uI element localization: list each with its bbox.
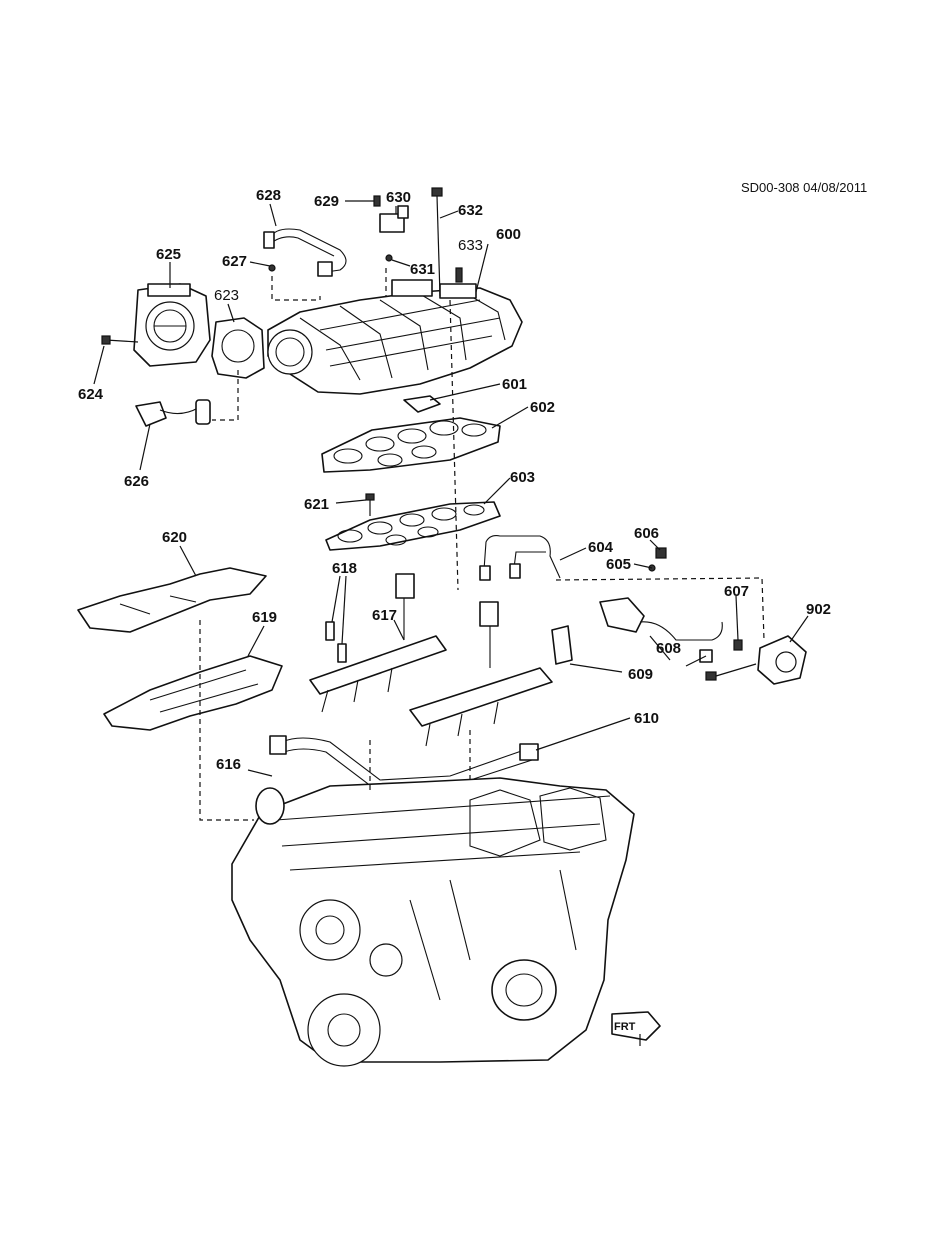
right-fuel-rail — [409, 601, 553, 747]
manifold-bolt — [365, 493, 375, 516]
callout-606: 606 — [634, 525, 659, 542]
callout-608: 608 — [656, 640, 681, 657]
throttle-body-gasket — [211, 317, 265, 379]
callout-610: 610 — [634, 710, 659, 727]
front-label: FRT — [614, 1021, 636, 1033]
callout-631: 631 — [410, 261, 435, 278]
map-sensor — [379, 205, 409, 233]
fuel-pump — [705, 635, 807, 685]
callout-632: 632 — [458, 202, 483, 219]
hose-connector — [269, 735, 287, 755]
callout-619: 619 — [252, 609, 277, 626]
callout-624: 624 — [78, 386, 104, 403]
callout-621: 621 — [304, 496, 329, 513]
callout-627: 627 — [222, 253, 247, 270]
callout-628: 628 — [256, 187, 281, 204]
manifold-stud — [455, 267, 463, 283]
fuel-feed-pipe — [479, 535, 561, 581]
throttle-body — [133, 283, 211, 367]
vacuum-hose — [263, 228, 347, 277]
left-fuel-rail — [309, 573, 447, 713]
throttle-bolt — [101, 335, 139, 345]
hose-clip — [268, 264, 276, 272]
callout-617: 617 — [372, 607, 397, 624]
engine-block — [231, 777, 635, 1067]
leader-lines — [93, 200, 809, 821]
throttle-harness — [135, 399, 211, 427]
callout-601: 601 — [502, 376, 527, 393]
callout-629: 629 — [314, 193, 339, 210]
callout-626: 626 — [124, 473, 149, 490]
callout-605: 605 — [606, 556, 631, 573]
pipe-nut — [655, 547, 667, 559]
upper-heat-shield — [77, 567, 267, 633]
fuel-injector — [325, 621, 347, 663]
callout-902: 902 — [806, 601, 831, 618]
high-pressure-pipe — [599, 597, 723, 663]
intake-manifold — [267, 279, 523, 395]
front-direction-indicator: FRT — [611, 1011, 661, 1046]
callout-620: 620 — [162, 529, 187, 546]
sensor-bolt — [373, 195, 381, 207]
rail-bracket — [551, 625, 573, 665]
small-seal — [385, 254, 393, 262]
document-reference: SD00-308 04/08/2011 — [741, 180, 867, 195]
callout-609: 609 — [628, 666, 653, 683]
lower-heat-shield — [103, 655, 283, 731]
callout-623: 623 — [214, 287, 239, 304]
callout-604: 604 — [588, 539, 614, 556]
cylinder-head-gasket — [325, 501, 501, 551]
callout-600: 600 — [496, 226, 521, 243]
callout-602: 602 — [530, 399, 555, 416]
pump-bolt — [733, 639, 743, 651]
callout-625: 625 — [156, 246, 181, 263]
callout-616: 616 — [216, 756, 241, 773]
callout-labels: 600 601 602 603 604 605 606 607 608 609 … — [78, 187, 831, 773]
long-bolt — [431, 187, 443, 297]
callout-607: 607 — [724, 583, 749, 600]
lower-manifold-gasket — [321, 417, 501, 473]
callout-618: 618 — [332, 560, 357, 577]
callout-630: 630 — [386, 189, 411, 206]
callout-633: 633 — [458, 237, 483, 254]
callout-603: 603 — [510, 469, 535, 486]
